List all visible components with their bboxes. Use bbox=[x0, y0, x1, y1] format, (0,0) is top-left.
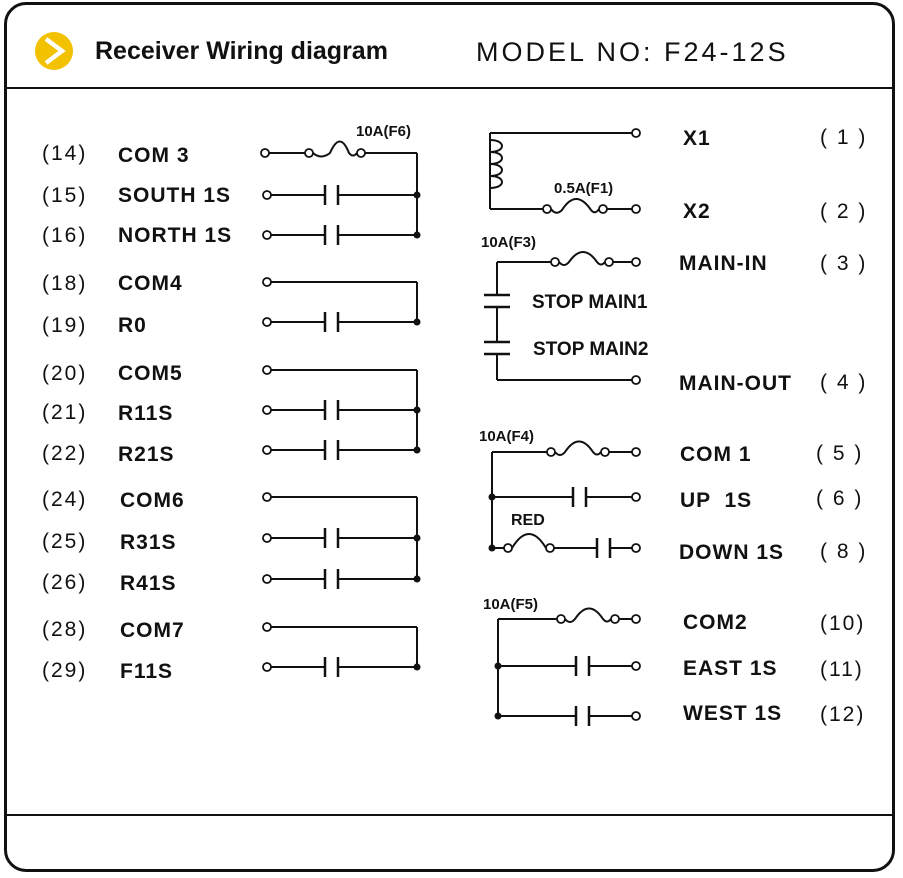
terminal-number: (15) bbox=[42, 184, 87, 207]
com3-circuit: 10A(F6) bbox=[260, 123, 421, 239]
terminal-label: MAIN-IN bbox=[679, 252, 768, 275]
left-labels: COM 3 SOUTH 1S NORTH 1S COM4 R0 COM5 R11… bbox=[118, 144, 232, 683]
power-input-circuit: 0.5A(F1) bbox=[489, 128, 641, 214]
terminal-number: (12) bbox=[820, 703, 865, 726]
terminal-label: COM2 bbox=[683, 611, 748, 634]
terminal-number: (11) bbox=[820, 658, 864, 681]
com6-circuit bbox=[262, 492, 421, 589]
terminal-label: COM6 bbox=[120, 489, 185, 512]
diagram-frame bbox=[4, 2, 895, 872]
terminal-label: COM7 bbox=[120, 619, 185, 642]
terminal-label: NORTH 1S bbox=[118, 224, 232, 247]
terminal-label: R11S bbox=[118, 402, 173, 425]
terminal-label: R0 bbox=[118, 314, 147, 337]
terminal-label: MAIN-OUT bbox=[679, 372, 792, 395]
north-contact bbox=[262, 225, 417, 245]
terminal-number: (14) bbox=[42, 142, 87, 165]
terminal-number: ( 1 ) bbox=[820, 126, 867, 149]
terminal-label: COM 3 bbox=[118, 144, 190, 167]
fuse-f5-label: 10A(F5) bbox=[483, 596, 538, 613]
arrow-icon bbox=[35, 32, 73, 70]
terminal-label: WEST 1S bbox=[683, 702, 782, 725]
terminal-label: F11S bbox=[120, 660, 173, 683]
south-contact bbox=[262, 185, 417, 205]
terminal-number: (29) bbox=[42, 659, 87, 682]
stop-main1-label: STOP MAIN1 bbox=[532, 292, 648, 313]
com4-circuit bbox=[262, 277, 421, 332]
terminal-number: (26) bbox=[42, 571, 87, 594]
terminal-number: ( 6 ) bbox=[816, 487, 863, 510]
terminal-number: (28) bbox=[42, 618, 87, 641]
com1-circuit: 10A(F4) RED bbox=[479, 428, 641, 558]
terminal-number: (10) bbox=[820, 612, 865, 635]
terminal-number: (25) bbox=[42, 530, 87, 553]
red-wire-label: RED bbox=[511, 512, 545, 529]
terminal-number: (22) bbox=[42, 442, 87, 465]
diagram-title: Receiver Wiring diagram bbox=[95, 37, 388, 65]
model-number: MODEL NO: F24-12S bbox=[476, 37, 789, 67]
terminal-number: ( 5 ) bbox=[816, 442, 863, 465]
terminal-label: X1 bbox=[683, 127, 711, 150]
fuse-f1-label: 0.5A(F1) bbox=[554, 180, 613, 197]
fuse-f6-label: 10A(F6) bbox=[356, 123, 411, 140]
terminal-number: (18) bbox=[42, 272, 87, 295]
terminal-number: ( 4 ) bbox=[820, 371, 867, 394]
terminal-number: (24) bbox=[42, 488, 87, 511]
terminal-label: R31S bbox=[120, 531, 177, 554]
terminal-label: SOUTH 1S bbox=[118, 184, 231, 207]
terminal-number: (16) bbox=[42, 224, 87, 247]
fuse-f4-label: 10A(F4) bbox=[479, 428, 534, 445]
left-numbers: (14) (15) (16) (18) (19) (20) (21) (22) … bbox=[42, 142, 87, 682]
terminal-number: (20) bbox=[42, 362, 87, 385]
terminal-label: R21S bbox=[118, 443, 175, 466]
main-circuit: 10A(F3) STOP MAIN1 STOP MAIN2 bbox=[481, 234, 648, 385]
terminal-label: UP 1S bbox=[680, 489, 752, 512]
com7-circuit bbox=[262, 622, 421, 677]
terminal-label: COM 1 bbox=[680, 443, 752, 466]
terminal-number: ( 2 ) bbox=[820, 200, 867, 223]
terminal-number: ( 8 ) bbox=[820, 540, 867, 563]
stop-main2-label: STOP MAIN2 bbox=[533, 339, 648, 360]
terminal-number: (21) bbox=[42, 401, 87, 424]
com5-circuit bbox=[262, 365, 421, 460]
terminal-label: DOWN 1S bbox=[679, 541, 784, 564]
terminal-label: EAST 1S bbox=[683, 657, 778, 680]
com2-circuit: 10A(F5) bbox=[483, 596, 641, 726]
terminal-label: X2 bbox=[683, 200, 711, 223]
terminal-label: COM4 bbox=[118, 272, 183, 295]
terminal-label: COM5 bbox=[118, 362, 183, 385]
fuse-f3-label: 10A(F3) bbox=[481, 234, 536, 251]
terminal-label: R41S bbox=[120, 572, 177, 595]
terminal-number: ( 3 ) bbox=[820, 252, 867, 275]
terminal-number: (19) bbox=[42, 314, 87, 337]
